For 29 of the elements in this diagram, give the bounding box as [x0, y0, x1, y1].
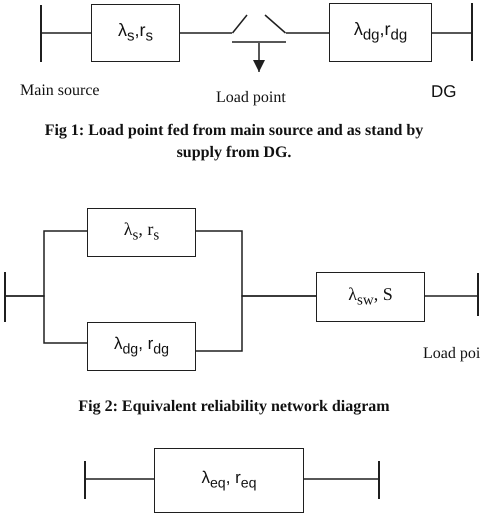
figure-caption: Fig 1: Load point fed from main source and as stand by supply from DG. [44, 121, 424, 163]
load-point-label: Load point [216, 89, 286, 108]
parameter-label: λ$_{s}$, r$_{s}$ [124, 220, 160, 245]
arrow [253, 43, 265, 72]
connector-line [425, 295, 477, 297]
switch-symbol [232, 14, 286, 43]
parameter-label: λ$_{s}$,r$_{s}$ [118, 20, 153, 46]
connector-line [286, 32, 329, 34]
reliability-block [316, 272, 425, 322]
connector-line [6, 295, 87, 344]
reliability-block [329, 3, 432, 62]
load-point-label: Load poi [423, 345, 480, 364]
connector-line [42, 32, 91, 34]
reliability-block [91, 4, 180, 62]
connector-line [304, 478, 378, 480]
source-label: DG [431, 82, 456, 102]
connector-line [180, 32, 232, 34]
reliability-block [87, 208, 196, 257]
parameter-label: λ$_{sw}$, S [348, 284, 393, 310]
reliability-block [154, 448, 304, 513]
parameter-label: λ$_{eq}$, r$_{eq}$ [201, 469, 257, 492]
reliability-block [87, 322, 196, 371]
connector-line [432, 32, 471, 34]
connector-line [86, 478, 154, 480]
figure-caption: Fig 2: Equivalent reliability network diagram [77, 397, 391, 417]
connector-line [196, 295, 316, 352]
parameter-label: λ$_{dg}$, r$_{dg}$ [114, 335, 170, 358]
source-label: Main source [20, 82, 100, 100]
parameter-label: λ$_{dg}$,r$_{dg}$ [354, 20, 408, 45]
